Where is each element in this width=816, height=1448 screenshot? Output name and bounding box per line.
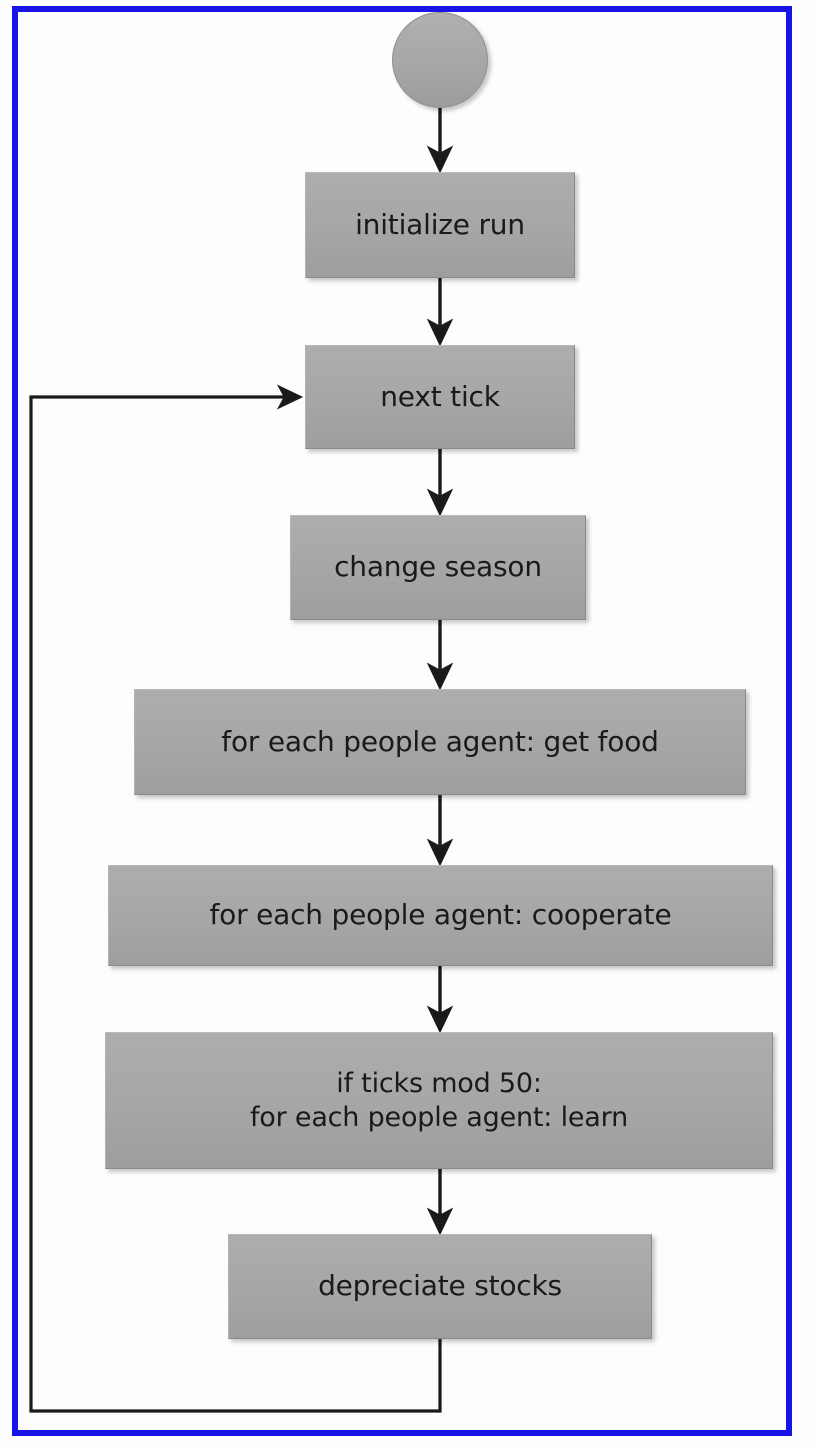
node-depreciate-stocks[interactable]: depreciate stocks [228, 1234, 652, 1339]
node-initialize-run-label: initialize run [355, 207, 525, 241]
node-start[interactable] [392, 12, 488, 108]
node-learn[interactable]: if ticks mod 50: for each people agent: … [105, 1032, 773, 1169]
node-next-tick[interactable]: next tick [305, 345, 575, 449]
node-depreciate-stocks-label: depreciate stocks [318, 1269, 562, 1303]
node-next-tick-label: next tick [380, 379, 500, 413]
node-get-food-label: for each people agent: get food [221, 724, 659, 758]
node-initialize-run[interactable]: initialize run [305, 172, 575, 278]
node-cooperate[interactable]: for each people agent: cooperate [108, 865, 773, 966]
node-cooperate-label: for each people agent: cooperate [209, 898, 672, 932]
node-change-season-label: change season [334, 550, 542, 584]
node-change-season[interactable]: change season [290, 515, 586, 620]
node-learn-label: if ticks mod 50: for each people agent: … [250, 1068, 628, 1133]
node-get-food[interactable]: for each people agent: get food [134, 689, 746, 795]
